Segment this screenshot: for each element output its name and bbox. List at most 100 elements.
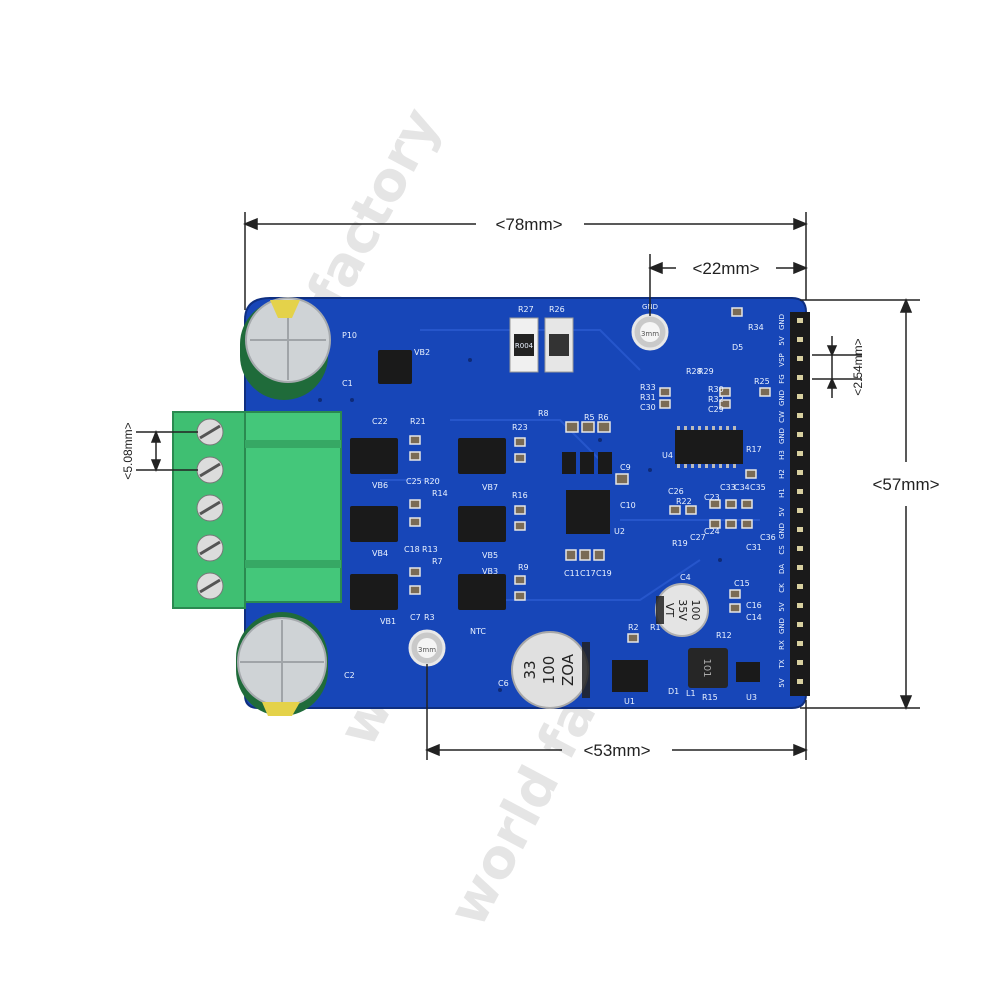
ref-c30: C30 (640, 403, 656, 412)
ref-r20: R20 (424, 477, 440, 486)
header-pin-label: VSP (778, 353, 786, 366)
capacitor-c4: 100 35V VT (655, 583, 709, 637)
capacitor-c6: 33 100 ZOA (511, 631, 590, 709)
mosfet-vb4 (350, 506, 398, 542)
ref-c34: C34 (734, 483, 750, 492)
pin-labels: GND5VVSPFGGNDCWGNDH3H2H15VGNDCSDACK5VGND… (778, 314, 786, 688)
ref-c6: C6 (498, 679, 509, 688)
header-pin-label: GND (778, 314, 786, 330)
ref-c4: C4 (680, 573, 691, 582)
header-pin-label: H1 (778, 488, 786, 498)
ref-c26: C26 (668, 487, 684, 496)
c4-text-top: 100 (689, 600, 702, 621)
ref-vb6: VB6 (372, 481, 388, 490)
dim-pitch-label: <2.54mm> (851, 338, 865, 395)
ref-c10: C10 (620, 501, 636, 510)
dim-width-label: <78mm> (495, 215, 562, 234)
header-pin-label: 5V (778, 336, 786, 345)
ref-c27: C27 (690, 533, 706, 542)
smd-components (409, 307, 771, 643)
header-pin-label: H2 (778, 469, 786, 479)
c4-text-mid: 35V (676, 599, 689, 621)
header-pin-label: 5V (778, 678, 786, 687)
ref-c2: C2 (344, 671, 355, 680)
ref-c36: C36 (760, 533, 776, 542)
ic-u2 (566, 490, 610, 534)
ref-r32: R32 (708, 395, 724, 404)
mosfet-vb5 (458, 506, 506, 542)
ref-r12: R12 (716, 631, 732, 640)
ref-d5: D5 (732, 343, 743, 352)
ref-c7: C7 (410, 613, 421, 622)
ref-r28: R28 (686, 367, 702, 376)
ref-r33: R33 (640, 383, 656, 392)
capacitor-c1 (240, 297, 331, 400)
ref-c25: C25 (406, 477, 422, 486)
r004-label: R004 (515, 342, 534, 350)
c6-text-top: 33 (521, 660, 539, 679)
ref-c29: C29 (708, 405, 724, 414)
ref-r25: R25 (754, 377, 770, 386)
ref-r19: R19 (672, 539, 688, 548)
ref-r9: R9 (518, 563, 529, 572)
ref-c16: C16 (746, 601, 762, 610)
shunt-resistor: R004 (509, 317, 539, 373)
ref-r3: R3 (424, 613, 435, 622)
hole-label-left: 3mm (418, 646, 436, 654)
ref-r21: R21 (410, 417, 426, 426)
header-pin-label: H3 (778, 450, 786, 460)
dim-terminal-pitch-label: <5.08mm> (121, 422, 135, 479)
ref-r31: R31 (640, 393, 656, 402)
mosfet-group (350, 350, 506, 610)
ref-c1: C1 (342, 379, 353, 388)
ref-c31: C31 (746, 543, 762, 552)
ref-r15: R15 (702, 693, 718, 702)
ref-vb4: VB4 (372, 549, 388, 558)
mosfet-vb2 (378, 350, 412, 384)
dim-height-label: <57mm> (872, 475, 939, 494)
ref-r16: R16 (512, 491, 528, 500)
hole-label-right: 3mm (641, 330, 659, 338)
header-pin-label: GND (778, 390, 786, 406)
capacitor-c2 (236, 612, 328, 716)
ref-r22: R22 (676, 497, 692, 506)
ref-vb1: VB1 (380, 617, 396, 626)
header-pin-label: RX (778, 640, 786, 650)
header-pin-label: 5V (778, 602, 786, 611)
c4-text-bot: VT (663, 603, 676, 618)
ref-r29: R29 (698, 367, 714, 376)
ic-u3 (736, 662, 760, 682)
ref-c18: C18 (404, 545, 420, 554)
mosfet-vb3 (458, 574, 506, 610)
ref-c33: C33 (720, 483, 736, 492)
mosfet-vb1 (350, 574, 398, 610)
ref-u4: U4 (662, 451, 673, 460)
ref-p10: P10 (342, 331, 357, 340)
ref-c17: C17 (580, 569, 596, 578)
ref-u3: U3 (746, 693, 757, 702)
ref-c11: C11 (564, 569, 580, 578)
ref-r23: R23 (512, 423, 528, 432)
dimension-labels: <78mm> <22mm> <57mm> <2.54mm> <5.08mm> <… (121, 215, 940, 760)
header-pin-label: CK (778, 583, 786, 593)
dim-hole-spacing-label: <53mm> (583, 741, 650, 760)
mosfet-vb6 (350, 438, 398, 474)
sense-resistor (544, 317, 574, 373)
ref-r8: R8 (538, 409, 549, 418)
ref-r13: R13 (422, 545, 438, 554)
ic-u5 (562, 452, 612, 474)
ref-c24: C24 (704, 527, 720, 536)
header-pin-label: GND (778, 523, 786, 539)
terminal-screws (196, 418, 224, 600)
pcb-traces (380, 329, 760, 601)
ref-vb7: VB7 (482, 483, 498, 492)
dim-offset-label: <22mm> (692, 259, 759, 278)
header-pin-label: GND (778, 428, 786, 444)
inductor-l1: 101 (688, 648, 728, 688)
ref-r5: R5 (584, 413, 595, 422)
ref-c22: C22 (372, 417, 388, 426)
ref-r34: R34 (748, 323, 764, 332)
ref-c15: C15 (734, 579, 750, 588)
ref-r2: R2 (628, 623, 639, 632)
